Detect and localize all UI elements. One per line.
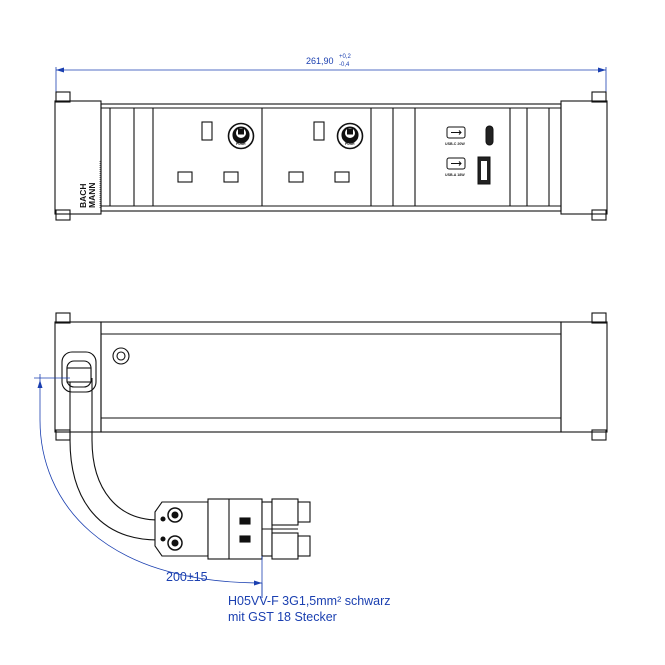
right-end-cap	[560, 321, 608, 433]
svg-text:MANN: MANN	[87, 183, 97, 209]
push-button-2	[336, 122, 364, 150]
right-bracket-bottom	[591, 429, 607, 441]
gst18-connector	[154, 498, 311, 560]
left-bracket-top	[55, 91, 71, 103]
cable-spec-line2: mit GST 18 Stecker	[228, 610, 337, 624]
top-dimension	[55, 67, 607, 95]
usb-a-symbol	[446, 157, 466, 170]
screw-icon	[112, 347, 130, 365]
svg-text:261,90: 261,90	[306, 56, 334, 66]
right-end-cap	[560, 100, 608, 215]
left-bracket-bottom	[55, 209, 71, 221]
rear-view	[54, 312, 608, 441]
right-bracket-bottom	[591, 209, 607, 221]
top-dimension-text: 261,90 +0,2 -0,4	[306, 54, 352, 68]
cable-length-dimension: 200±15	[166, 570, 208, 584]
bachmann-logo: BACH MANN	[78, 160, 101, 209]
front-view	[54, 67, 608, 221]
usb-c-label: USB-C 20W	[445, 142, 465, 146]
earth-pin-slot	[313, 121, 325, 141]
uk-socket-1	[177, 121, 255, 183]
neutral-pin-slot	[223, 171, 239, 183]
svg-text:BACH: BACH	[78, 183, 88, 208]
right-bracket-top	[591, 91, 607, 103]
live-pin-slot	[177, 171, 193, 183]
usb-module	[446, 125, 494, 185]
svg-text:-0,4: -0,4	[339, 62, 350, 68]
live-pin-slot	[288, 171, 304, 183]
usb-icon	[451, 161, 462, 166]
power-cable	[66, 367, 159, 541]
earth-pin-slot	[201, 121, 213, 141]
usb-a-label: USB-A 18W	[445, 173, 465, 177]
cable-spec-line1: H05VV-F 3G1,5mm² schwarz	[228, 594, 391, 608]
push-label-2: PUSH	[345, 142, 355, 146]
usb-icon	[451, 130, 462, 135]
housing-body	[100, 321, 562, 433]
right-bracket-top	[591, 312, 607, 324]
uk-socket-2	[288, 121, 364, 183]
left-bracket-top	[55, 312, 71, 324]
cable-dimension	[34, 374, 263, 598]
housing-body	[100, 103, 562, 212]
usb-c-symbol	[446, 126, 466, 139]
push-label-1: PUSH	[236, 142, 246, 146]
push-button-1	[227, 122, 255, 150]
neutral-pin-slot	[334, 171, 350, 183]
svg-text:+0,2: +0,2	[339, 54, 352, 60]
usb-c-port	[485, 125, 494, 146]
